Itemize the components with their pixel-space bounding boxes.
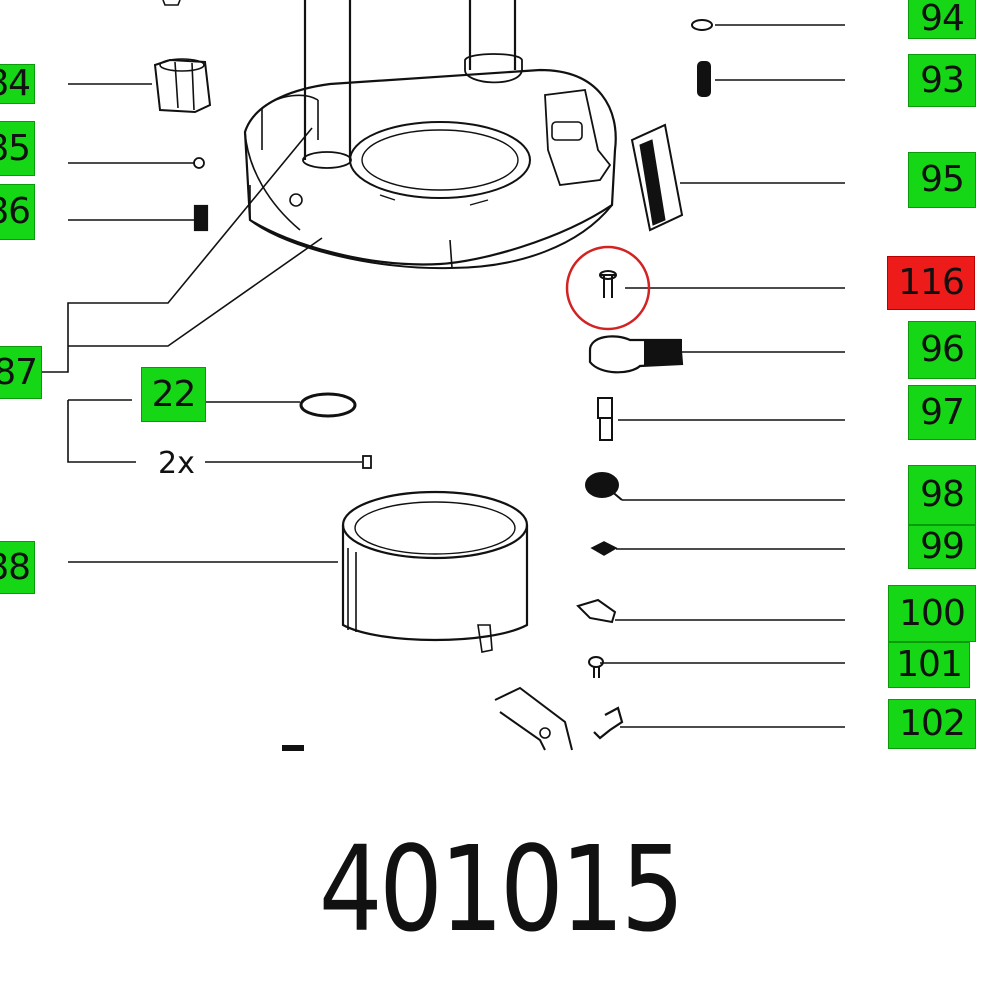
lower-bracket-shape [494,686,573,751]
part-94-shape [691,19,713,31]
part-97-shape [597,397,613,441]
part-99-shape [590,541,618,556]
part-88-shape [341,490,529,653]
label-100: 100 [888,585,976,642]
label-84: 84 [0,64,35,104]
part-100-shape [576,598,617,624]
label-22: 22 [141,367,206,422]
label-116: 116 [887,256,975,310]
label-85: 85 [0,121,35,176]
part-22-shape [299,392,357,418]
label-98: 98 [908,465,976,525]
part-number: 401015 [318,820,685,958]
quantity-note: 2x [158,446,195,481]
label-96: 96 [908,321,976,379]
label-87: 87 [0,346,42,399]
label-94: 94 [908,0,976,39]
part-85-shape [193,157,205,169]
part-116-shape [565,245,651,331]
label-97: 97 [908,385,976,440]
part-96-shape [588,335,684,374]
leader-lines [42,24,845,728]
part-86-shape [193,204,209,232]
label-93: 93 [908,54,976,107]
part-98-shape [585,472,623,501]
router-base-plate [243,0,617,270]
part-95-shape [630,123,684,232]
part-101-shape [588,656,604,678]
part-84-shape [153,58,212,114]
label-86: 86 [0,184,35,240]
part-102-shape [593,706,624,740]
label-101: 101 [888,642,970,688]
label-99: 99 [908,525,976,569]
part-2x-pin-shape [362,455,372,469]
part-93-shape [697,61,711,97]
label-95: 95 [908,152,976,208]
label-88: 88 [0,541,35,594]
label-102: 102 [888,699,976,749]
